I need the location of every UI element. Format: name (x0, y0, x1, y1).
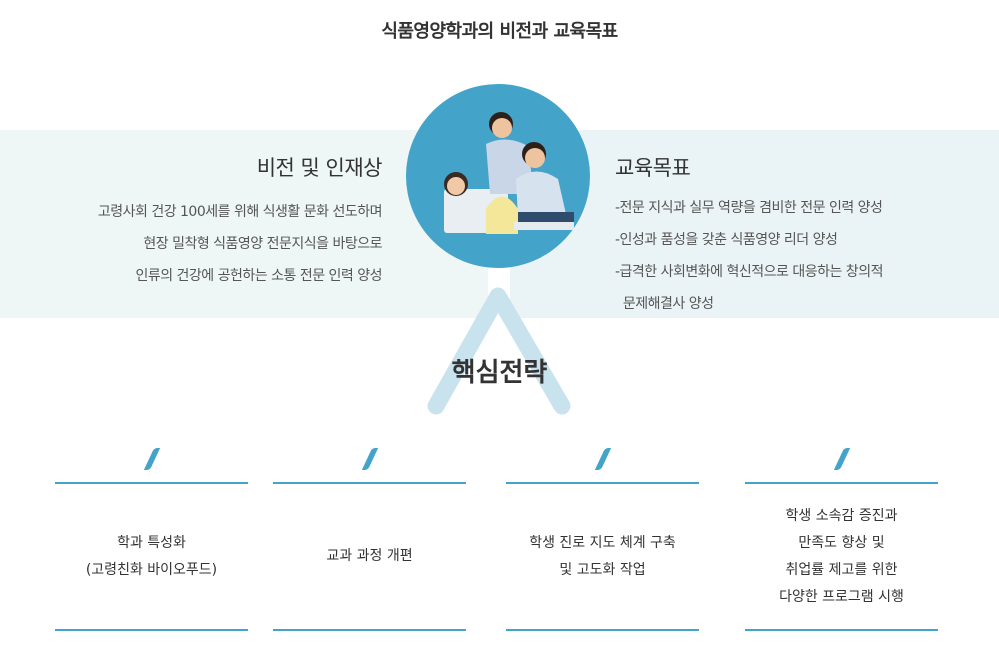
goal-line: -인성과 품성을 갖춘 식품영양 리더 양성 (615, 232, 838, 248)
core-strategy-heading: 핵심전략 (451, 358, 548, 388)
divider (55, 482, 248, 484)
goals-section: 교육목표 -전문 지식과 실무 역량을 겸비한 전문 인력 양성 -인성과 품성… (615, 152, 883, 320)
divider (745, 629, 938, 631)
divider (506, 482, 699, 484)
strategy-text: 다양한 프로그램 시행 (779, 588, 904, 605)
strategy-text: 만족도 향상 및 (798, 534, 885, 551)
page-title: 식품영양학과의 비전과 교육목표 (381, 21, 618, 42)
strategy-item: 교과 과정 개편 (273, 440, 466, 632)
goals-heading: 교육목표 (615, 156, 691, 180)
slash-icon (833, 448, 850, 470)
strategy-text: 교과 과정 개편 (326, 548, 413, 564)
divider (745, 482, 938, 484)
strategy-text: 취업률 제고를 위한 (785, 561, 898, 578)
slash-icon (361, 448, 378, 470)
vision-line: 고령사회 건강 100세를 위해 식생활 문화 선도하며 (97, 204, 383, 220)
slash-icon (143, 448, 160, 470)
divider (273, 629, 466, 631)
students-illustration (444, 112, 574, 234)
strategy-item: 학과 특성화 (고령친화 바이오푸드) (55, 440, 248, 632)
vision-line: 현장 밀착형 식품영양 전문지식을 바탕으로 (143, 236, 382, 252)
divider (273, 482, 466, 484)
divider (55, 629, 248, 631)
goal-line: -전문 지식과 실무 역량을 겸비한 전문 인력 양성 (615, 200, 883, 216)
divider (506, 629, 699, 631)
goal-line: -급격한 사회변화에 혁신적으로 대응하는 창의적 (615, 264, 883, 280)
vision-line: 인류의 건강에 공헌하는 소통 전문 인력 양성 (135, 268, 382, 284)
strategy-text: 학생 진로 지도 체계 구축 (529, 534, 676, 551)
goal-line: 문제해결사 양성 (615, 296, 714, 312)
strategy-text: 및 고도화 작업 (559, 561, 646, 578)
strategy-text: (고령친화 바이오푸드) (85, 561, 218, 578)
students-photo (406, 84, 590, 268)
vision-heading: 비전 및 인재상 (256, 156, 383, 180)
goals-band (510, 130, 999, 318)
slash-icon (594, 448, 611, 470)
strategy-text: 학과 특성화 (117, 534, 186, 551)
vision-section: 비전 및 인재상 고령사회 건강 100세를 위해 식생활 문화 선도하며 현장… (97, 152, 383, 292)
strategy-text: 학생 소속감 증진과 (785, 507, 898, 524)
